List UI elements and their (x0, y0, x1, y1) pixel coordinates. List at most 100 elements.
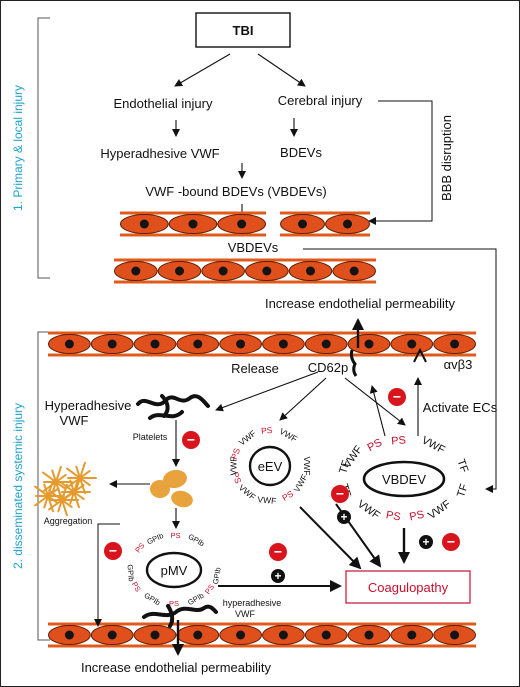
systemic-section-label: 2. disseminated systemic injury (11, 403, 25, 569)
marker-gpib: GPIb (186, 591, 205, 607)
marker-vwf: VWF (291, 472, 309, 493)
release-label: Release (231, 361, 279, 376)
badge-symbol: + (422, 535, 429, 549)
cell-nucleus (364, 339, 374, 349)
badge-symbol: − (274, 544, 282, 560)
bbb-disruption-label: BBB disruption (439, 115, 454, 201)
arrow-eev-coagulopathy (299, 506, 362, 570)
marker-vwf: VWF (237, 428, 258, 448)
cell-nucleus (278, 339, 288, 349)
endothelial-layer-middle (113, 258, 376, 284)
cell-nucleus (298, 219, 307, 229)
marker-ps: PS (385, 509, 402, 523)
arrow-release-eev (279, 377, 327, 421)
marker-tf: TF (454, 458, 470, 475)
marker-tf: TF (455, 482, 471, 499)
badge-symbol: − (336, 486, 344, 502)
hyperadhesive-vwf-2a: Hyperadhesive (45, 398, 132, 413)
cell-nucleus (107, 630, 117, 640)
vbdevs-formation-label: VWF -bound BDEVs (VBDEVs) (145, 184, 326, 199)
hyperadhesive-lower-a: hyperadhesive (223, 598, 282, 608)
pmv-label: pMV (161, 563, 188, 578)
cell-nucleus (262, 266, 272, 276)
cell-nucleus (64, 339, 74, 349)
marker-gpib: GPIb (146, 531, 165, 546)
cell-nucleus (321, 630, 331, 640)
cell-nucleus (236, 630, 246, 640)
marker-vwf: VWF (426, 498, 453, 522)
marker-ps: PS (169, 599, 179, 608)
badge-symbol: + (274, 569, 281, 583)
arrow-pmv-endothelium (94, 523, 120, 627)
tbi-label: TBI (233, 23, 254, 38)
marker-gpib: GPIb (143, 591, 162, 607)
badge-symbol: − (187, 432, 195, 448)
marker-ps: PS (170, 531, 180, 540)
aggregation-label: Aggregation (44, 516, 93, 526)
aggregation-core (53, 479, 59, 485)
increase-permeability-bottom-label: Increase endothelial permeability (81, 660, 272, 675)
cell-nucleus (193, 630, 203, 640)
cell-nucleus (150, 630, 160, 640)
inhibit-badge (331, 485, 349, 503)
arrow-release-vbdev (344, 377, 406, 426)
cell-nucleus (278, 630, 288, 640)
marker-vwf: VWF (228, 457, 238, 476)
cerebral-injury-label: Cerebral injury (278, 93, 363, 108)
badge-symbol: + (340, 510, 347, 524)
cell-nucleus (107, 339, 117, 349)
cell-nucleus (450, 630, 460, 640)
aggregation-core (77, 475, 83, 481)
cell-nucleus (321, 339, 331, 349)
systemic-bracket (37, 331, 50, 641)
aggregation-core (59, 497, 65, 503)
marker-ps: PS (133, 541, 146, 554)
cell-nucleus (306, 266, 315, 276)
inhibit-badge (269, 543, 287, 561)
endothelial-injury-label: Endothelial injury (113, 96, 213, 111)
promote-badge (337, 510, 351, 524)
marker-tf: TF (337, 459, 353, 476)
marker-vwf: VWF (420, 434, 447, 456)
increase-permeability-top-label: Increase endothelial permeability (265, 296, 456, 311)
bbb-disruption-arrow (368, 100, 433, 225)
cell-nucleus (175, 266, 184, 276)
platelet-aggregation (34, 461, 97, 517)
vbdev-particle (362, 460, 446, 498)
endothelial-layer-systemic-upper (48, 331, 477, 357)
vwf-strand-lower (142, 604, 218, 628)
hyperadhesive-lower-b: VWF (235, 609, 255, 619)
cd62p-receptor (349, 349, 358, 377)
cell-nucleus (364, 630, 374, 640)
hyperadhesive-vwf-label: Hyperadhesive VWF (100, 146, 219, 161)
marker-gpib: GPIb (125, 564, 135, 582)
marker-ps: PS (229, 446, 242, 460)
cell-nucleus (343, 219, 352, 229)
platelets (150, 469, 193, 508)
endothelial-layer-top-left (119, 211, 267, 237)
cell-nucleus (218, 266, 228, 276)
primary-bracket (37, 17, 50, 279)
marker-vwf: VWF (257, 494, 277, 506)
arrow-vbdev-cd62p (369, 385, 386, 437)
marker-ps: PS (408, 509, 425, 524)
inhibit-badge (182, 431, 200, 449)
coagulopathy-box (345, 570, 471, 604)
marker-ps: PS (366, 437, 385, 454)
bdevs-label: BDEVs (280, 145, 322, 160)
marker-ps: PS (391, 434, 407, 447)
badge-symbol: − (393, 389, 401, 405)
marker-gpib: GPIb (187, 532, 206, 548)
marker-gpib: GPIb (211, 567, 223, 585)
eev-particle (248, 445, 292, 487)
cell-nucleus (193, 339, 203, 349)
marker-vwf: VWF (278, 426, 299, 444)
vbdev-label: VBDEV (382, 472, 426, 487)
marker-vwf: VWF (355, 498, 382, 522)
cell-nucleus (139, 219, 149, 229)
vwf-strand-upper (136, 394, 210, 420)
cell-nucleus (407, 630, 417, 640)
regulation-badges: −−−++−−−+ (104, 388, 460, 583)
integrin-receptor (413, 347, 427, 363)
